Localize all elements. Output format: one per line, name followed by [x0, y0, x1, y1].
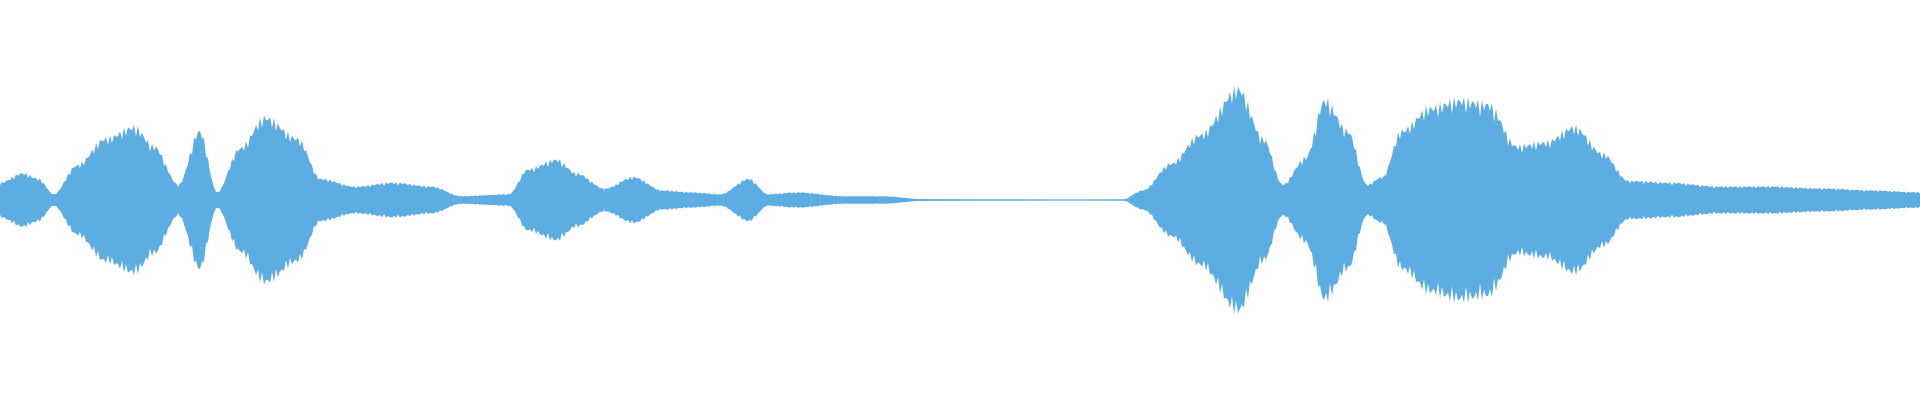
waveform-shape	[0, 85, 1920, 315]
